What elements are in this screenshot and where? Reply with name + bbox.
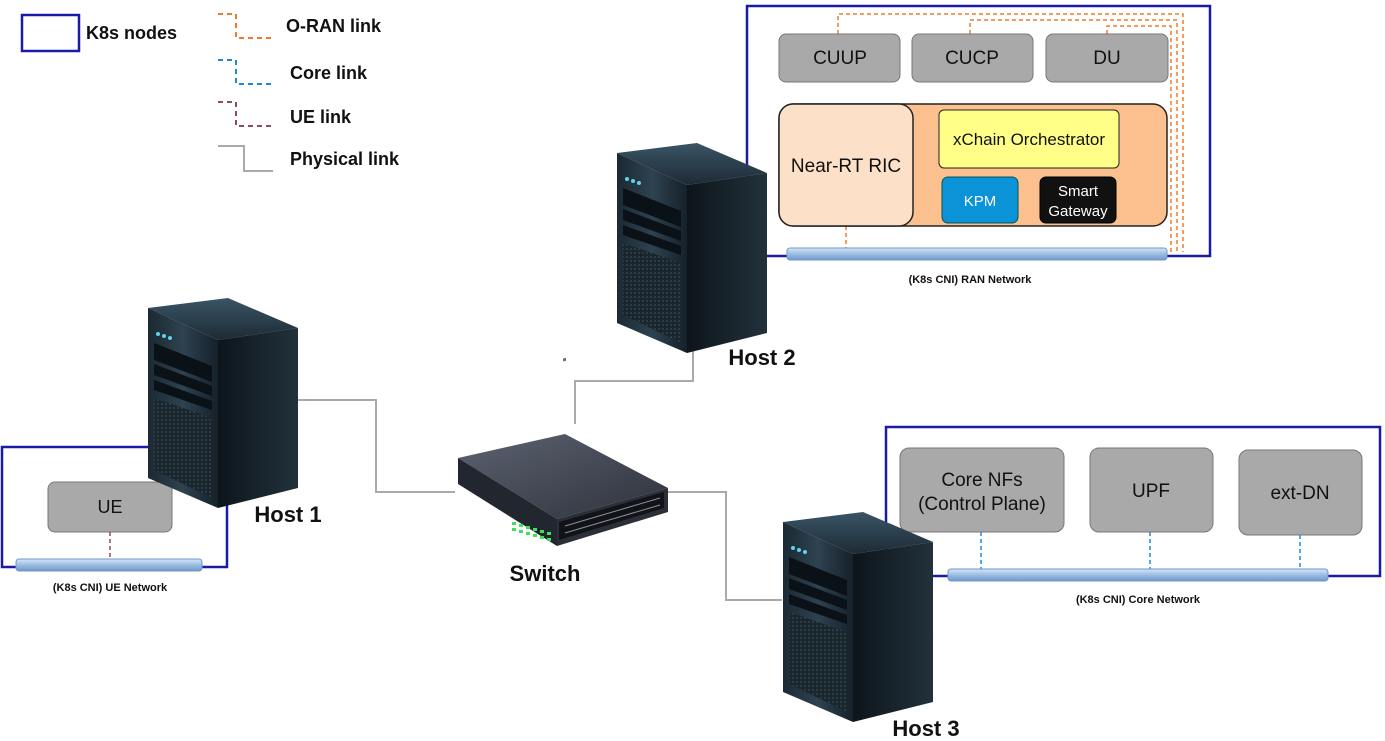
physical-link-host1-switch [296, 399, 455, 493]
legend-k8s-label: K8s nodes [86, 23, 177, 43]
xchain-label: xChain Orchestrator [953, 130, 1105, 149]
core-k8s-node: Core NFs (Control Plane) UPF ext-DN (K8s… [884, 425, 1382, 606]
core-network-label: (K8s CNI) Core Network [1076, 594, 1201, 606]
host3-label: Host 3 [892, 716, 959, 741]
legend-physical-label: Physical link [290, 149, 400, 169]
legend-ue-label: UE link [290, 107, 352, 127]
ext-dn-box [1238, 449, 1363, 536]
ext-dn-label: ext-DN [1270, 483, 1329, 504]
cuup-box [778, 33, 901, 83]
legend-core-label: Core link [290, 63, 368, 83]
ue-network-bar [15, 558, 203, 572]
du-label: DU [1093, 48, 1120, 69]
near-rt-ric-box [778, 103, 914, 227]
core-network-bar [947, 568, 1329, 582]
oran-link-cuup [837, 13, 1184, 252]
smart-gateway-label-line2: Gateway [1048, 203, 1108, 220]
oran-links [837, 13, 1184, 252]
core-nfs-label-line1: Core NFs [941, 470, 1022, 491]
legend-ue-swatch [218, 101, 275, 127]
core-nfs-label-line2: (Control Plane) [918, 494, 1046, 515]
switch-label: Switch [510, 561, 581, 586]
switch-icon [458, 357, 668, 546]
legend-core-swatch [218, 59, 275, 85]
du-box [1045, 33, 1169, 83]
cucp-box [911, 33, 1034, 83]
ue-label: UE [97, 497, 122, 517]
legend: K8s nodes O-RAN link Core link UE link P… [20, 13, 400, 172]
host3-server-icon [783, 512, 933, 722]
near-rt-ric-label: Near-RT RIC [791, 156, 901, 177]
host1-server-icon [148, 298, 298, 508]
core-nfs-box [899, 447, 1065, 533]
host2-label: Host 2 [728, 345, 795, 370]
kpm-label: KPM [964, 193, 997, 210]
legend-oran-swatch [218, 13, 275, 39]
legend-oran-label: O-RAN link [286, 16, 382, 36]
kpm-box [941, 176, 1019, 224]
cucp-label: CUCP [945, 48, 999, 69]
ran-network-label: (K8s CNI) RAN Network [909, 274, 1033, 286]
upf-label: UPF [1132, 481, 1170, 502]
cuup-label: CUUP [813, 48, 867, 69]
ue-network-label: (K8s CNI) UE Network [53, 582, 168, 594]
physical-link-switch-host2 [574, 345, 694, 424]
xchain-box [938, 109, 1120, 169]
oran-link-cucp [969, 19, 1178, 252]
smart-gateway-label-line1: Smart [1058, 183, 1099, 200]
legend-k8s-swatch [20, 13, 81, 53]
ran-network-bar [786, 247, 1168, 261]
legend-physical-swatch [218, 145, 273, 172]
ran-k8s-node: CUUP CUCP DU Near-RT RIC xChain Orchestr… [745, 4, 1212, 286]
host1-label: Host 1 [254, 502, 321, 527]
physical-link-switch-host3 [665, 491, 782, 601]
host2-server-icon [617, 143, 767, 353]
core-links [980, 532, 1301, 570]
physical-links [296, 345, 782, 601]
oran-link-du [1106, 25, 1172, 252]
upf-box [1089, 447, 1214, 533]
smart-gateway-box [1039, 176, 1117, 224]
